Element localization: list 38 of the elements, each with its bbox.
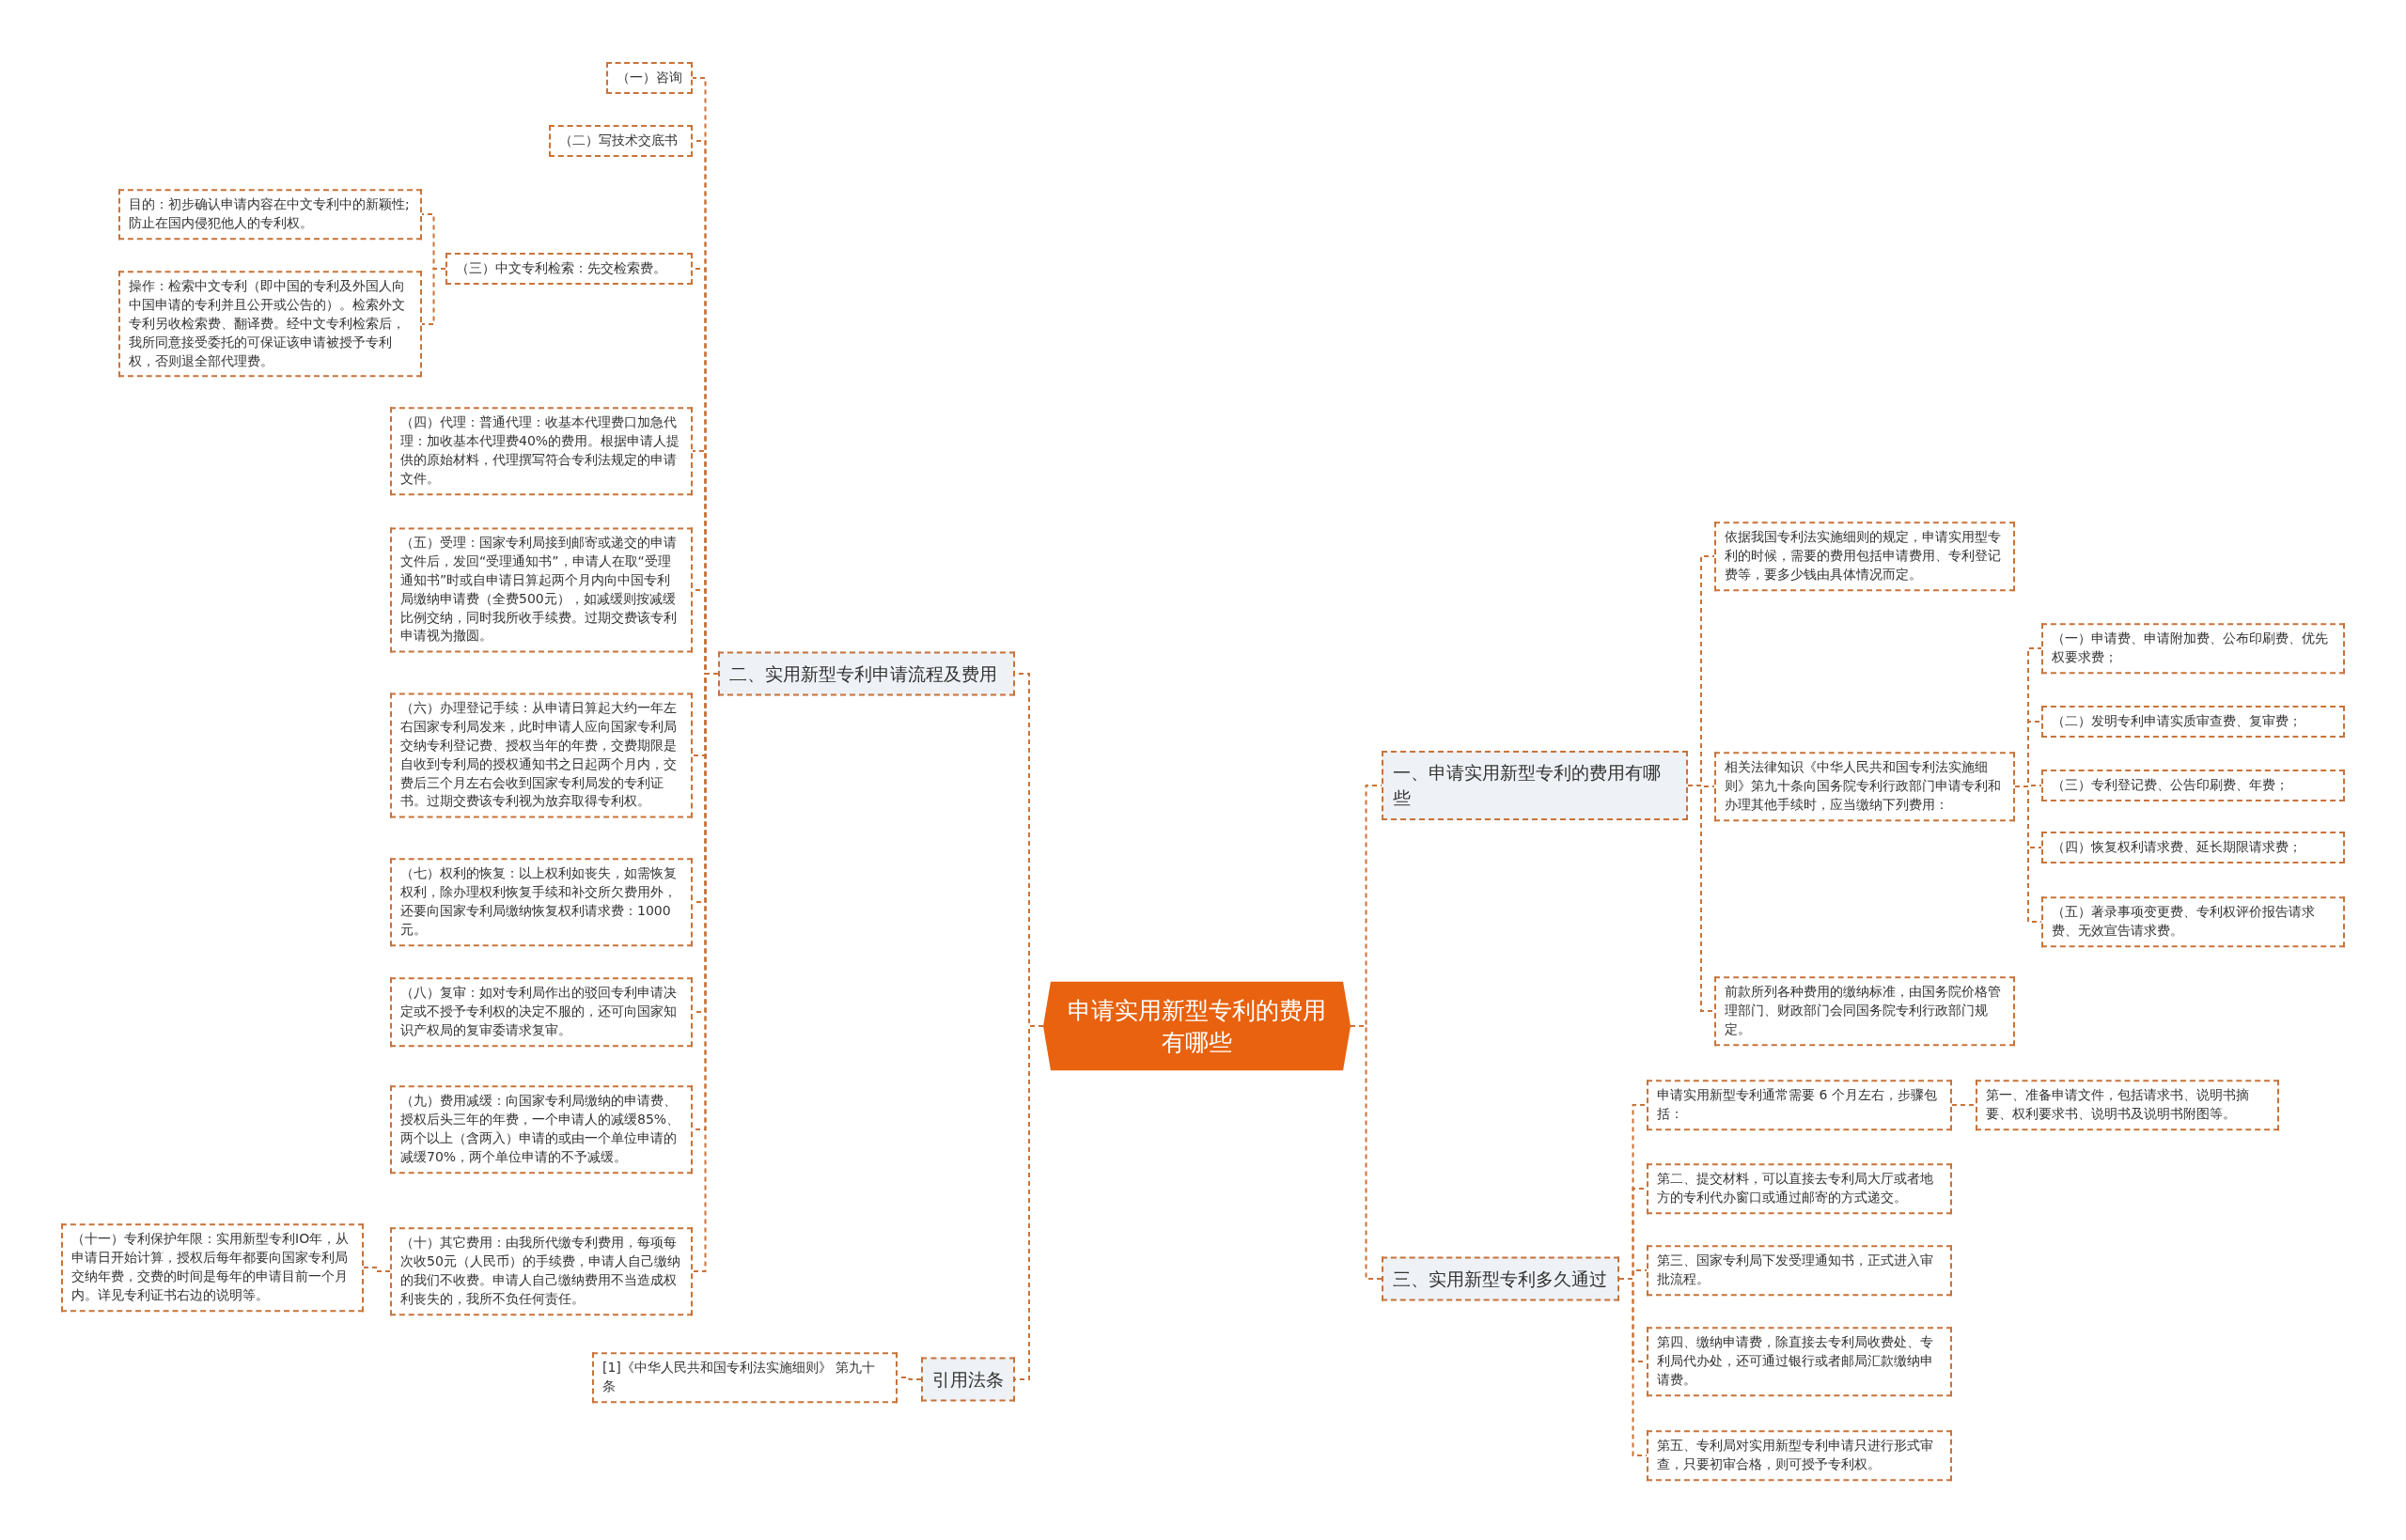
connector-line <box>1350 1025 1383 1280</box>
subtopic-box: 前款所列各种费用的缴纳标准，由国务院价格管理部门、财政部门会同国务院专利行政部门规定。 <box>1714 976 2015 1046</box>
subtopic-box: （八）复审：如对专利局作出的驳回专利申请决定或不授予专利权的决定不服的，还可向国家知识产权局的复审委请求复审。 <box>390 977 693 1047</box>
branch-topic: 一、申请实用新型专利的费用有哪些 <box>1382 751 1688 820</box>
branch-topic: 引用法条 <box>921 1357 1015 1402</box>
subtopic-box: 相关法律知识《中华人民共和国专利法实施细则》第九十条向国务院专利行政部门申请专利和办理其他手续时，应当缴纳下列费用： <box>1714 752 2015 821</box>
subtopic-box: 第五、专利局对实用新型专利申请只进行形式审查，只要初审合格，则可授予专利权。 <box>1647 1430 1952 1481</box>
subtopic-box: 依据我国专利法实施细则的规定，申请实用型专利的时候，需要的费用包括申请费用、专利登记费等，要多少钱由具体情况而定。 <box>1714 521 2015 591</box>
subtopic-box: （五）受理：国家专利局接到邮寄或递交的申请文件后，发回“受理通知书”，申请人在取“受理通知书”时或自申请日算起两个月内向中国专利局缴纳申请费（全费500元），如减缓则按减缓比例交纳，同时我所收手续费。过期交费该专利申请视为撤圆。 <box>390 527 693 653</box>
subtopic-box: 申请实用新型专利通常需要 6 个月左右，步骤包括： <box>1647 1080 1952 1130</box>
subtopic-box: 操作：检索中文专利（即中国的专利及外国人向中国申请的专利并且公开或公告的）。检索外文专利另收检索费、翻译费。经中文专利检索后，我所同意接受委托的可保证该申请被授予专利权，否则退全部代理费。 <box>118 271 422 378</box>
subtopic-box: （三）中文专利检索：先交检索费。 <box>445 253 693 285</box>
connector-line <box>421 268 446 325</box>
central-topic: 申请实用新型专利的费用有哪些 <box>1043 981 1351 1071</box>
subtopic-box: （一）申请费、申请附加费、公布印刷费、优先权要求费； <box>2041 623 2345 674</box>
subtopic-box: （七）权利的恢复：以上权利如丧失，如需恢复权利，除办理权利恢复手续和补交所欠费用外，还要向国家专利局缴纳恢复权利请求费：1000元。 <box>390 858 693 946</box>
subtopic-box: （三）专利登记费、公告印刷费、年费； <box>2041 770 2345 801</box>
subtopic-box: 第二、提交材料，可以直接去专利局大厅或者地方的专利代办窗口或通过邮寄的方式递交。 <box>1647 1163 1952 1214</box>
subtopic-box: 第一、准备申请文件，包括请求书、说明书摘要、权利要求书、说明书及说明书附图等。 <box>1976 1080 2279 1130</box>
connector-line <box>1951 1104 1976 1106</box>
subtopic-box: [1]《中华人民共和国专利法实施细则》 第九十条 <box>592 1352 898 1403</box>
subtopic-box: （四）恢复权利请求费、延长期限请求费； <box>2041 832 2345 863</box>
branch-topic: 二、实用新型专利申请流程及费用 <box>718 651 1015 696</box>
subtopic-box: （一）咨询 <box>606 62 693 94</box>
subtopic-box: 目的：初步确认申请内容在中文专利中的新颖性;防止在国内侵犯他人的专利权。 <box>118 189 422 240</box>
subtopic-box: 第三、国家专利局下发受理通知书，正式进入审批流程。 <box>1647 1245 1952 1296</box>
connector-line <box>1687 785 1715 1012</box>
branch-topic: 三、实用新型专利多久通过 <box>1382 1256 1619 1301</box>
subtopic-box: （六）办理登记手续：从申请日算起大约一年左右国家专利局发来，此时申请人应向国家专利局交纳专利登记费、授权当年的年费，交费期限是自收到专利局的授权通知书之日起两个月内，交费后三个月左右会收到国家专利局发的专利证书。过期交费该专利视为放弃取得专利权。 <box>390 692 693 818</box>
subtopic-box: （十）其它费用：由我所代缴专利费用，每项每次收50元（人民币）的手续费，申请人自己缴纳的我们不收费。申请人自己缴纳费用不当造成权利丧失的，我所不负任何责任。 <box>390 1227 693 1315</box>
subtopic-box: （九）费用减缓：向国家专利局缴纳的申请费、授权后头三年的年费，一个申请人的减缓85%、两个以上（含两入）申请的或由一个单位申请的减缓70%，两个单位申请的不予减缓。 <box>390 1085 693 1174</box>
subtopic-box: （五）著录事项变更费、专利权评价报告请求费、无效宣告请求费。 <box>2041 896 2345 947</box>
subtopic-box: （二）发明专利申请实质审查费、复审费； <box>2041 706 2345 738</box>
subtopic-box: （二）写技术交底书 <box>549 125 693 157</box>
subtopic-box: （十一）专利保护年限：实用新型专利IO年，从申请日开始计算，授权后每年都要向国家专利局交纳年费，交费的时间是每年的申请目前一个月内。详见专利证书右边的说明等。 <box>61 1223 364 1312</box>
subtopic-box: （四）代理：普通代理：收基本代理费口加急代理：加收基本代理费40%的费用。根据申请人提供的原始材料，代理撰写符合专利法规定的申请文件。 <box>390 407 693 495</box>
connector-line <box>363 1267 391 1272</box>
subtopic-box: 第四、缴纳申请费，除直接去专利局收费处、专利局代办处，还可通过银行或者邮局汇款缴纳申请费。 <box>1647 1327 1952 1396</box>
